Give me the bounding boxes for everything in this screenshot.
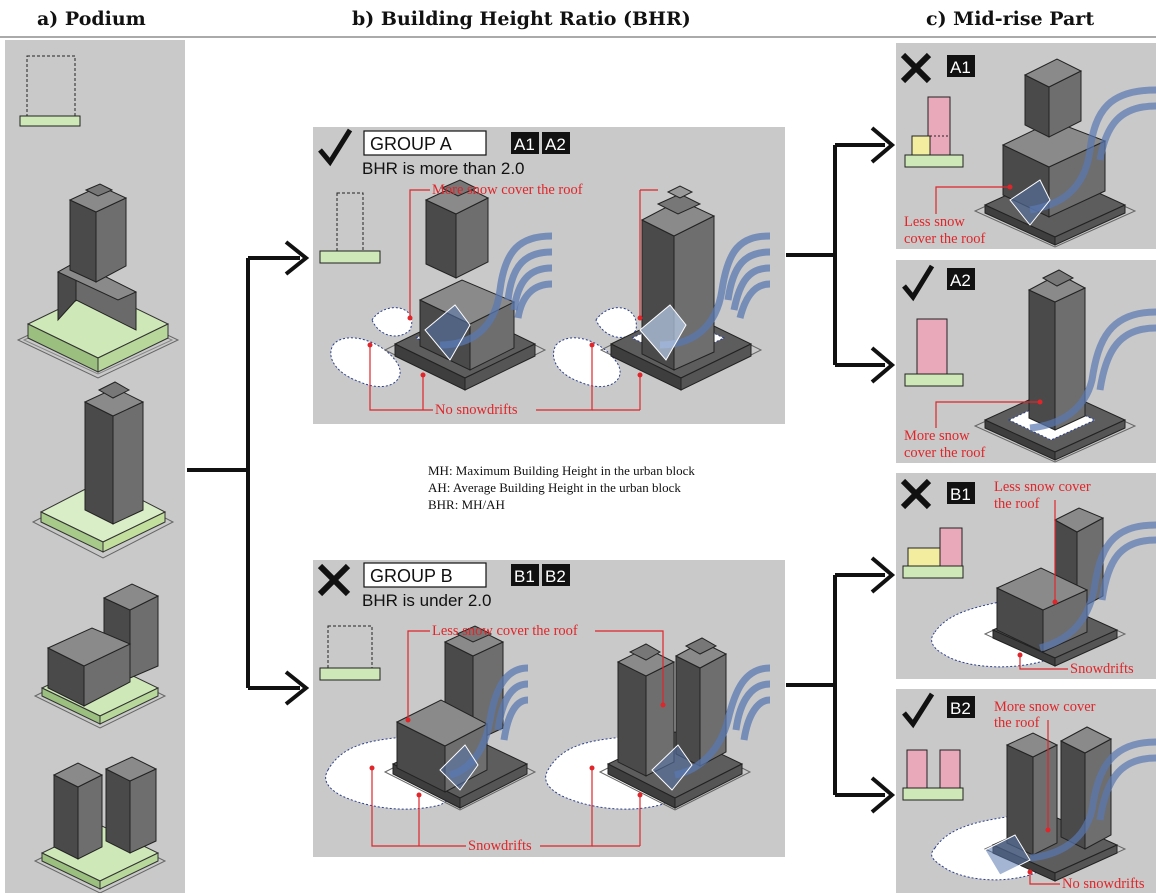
group-b-tag-2: B2 [545, 567, 566, 586]
midrise-a1-wind [1029, 86, 1156, 214]
midrise-a2-wind [1029, 308, 1156, 432]
midrise-b2-wind [1029, 738, 1156, 862]
group-b-label-top: Less snow cover the roof [432, 623, 578, 639]
midrise-a1-label-2: cover the roof [904, 231, 985, 247]
group-b-wind-arrow-right [651, 744, 693, 791]
midrise-a1-tag: A1 [950, 58, 971, 77]
midrise-b1-tag: B1 [950, 485, 971, 504]
definition-mh: MH: Maximum Building Height in the urban… [428, 463, 695, 478]
group-b-annotations: Less snow cover the roof Snowdrifts [369, 623, 666, 854]
cross-icon [317, 563, 351, 597]
midrise-b2-label-top-2: the roof [994, 715, 1040, 731]
midrise-panel-a2: A2 More snow cover the roof [896, 260, 1156, 463]
check-icon [902, 692, 935, 729]
group-a-tag-1: A1 [514, 135, 535, 154]
group-b-desc: BHR is under 2.0 [362, 591, 491, 610]
midrise-a2-label-2: cover the roof [904, 445, 985, 461]
group-a-annotations: More snow cover the roof No snowdrifts [367, 182, 658, 418]
group-b-legend-icon [319, 625, 381, 681]
podium-building-3 [33, 583, 167, 729]
definition-ah: AH: Average Building Height in the urban… [428, 480, 681, 495]
podium-building-4 [33, 756, 167, 893]
midrise-a2-legend-icon [904, 318, 964, 387]
header-bhr: b) Building Height Ratio (BHR) [352, 8, 691, 30]
podium-legend-icon [19, 55, 81, 127]
group-b-wind-right [674, 664, 771, 779]
group-a-desc: BHR is more than 2.0 [362, 159, 525, 178]
header-podium: a) Podium [37, 8, 146, 30]
group-b-tag-1: B1 [514, 567, 535, 586]
cross-icon [900, 52, 932, 84]
midrise-b1-building [983, 507, 1127, 667]
midrise-panel-b2: B2 More snow cover the roof No sn [896, 689, 1156, 893]
group-a-wind-arrow-left [424, 304, 471, 361]
group-a-wind-left [439, 232, 553, 349]
midrise-b1-wind [1039, 521, 1156, 652]
check-icon [318, 128, 353, 167]
midrise-b2-wind-arrow [984, 834, 1031, 876]
midrise-b1-label-top-1: Less snow cover [994, 479, 1091, 495]
group-a-label-top: More snow cover the roof [432, 182, 583, 198]
midrise-a1-label-1: Less snow [904, 214, 965, 230]
midrise-a1-wind-arrow [1009, 179, 1051, 226]
midrise-b2-legend-icon [902, 749, 964, 801]
check-icon [902, 264, 935, 302]
group-b-title: GROUP B [370, 566, 453, 586]
podium-building-2 [31, 381, 175, 559]
group-b-panel: GROUP B B1 B2 BHR is under 2.0 [313, 560, 785, 857]
midrise-b2-tag: B2 [950, 699, 971, 718]
group-a-label-bottom: No snowdrifts [435, 402, 518, 418]
podium-building-1 [16, 183, 180, 379]
definitions: MH: Maximum Building Height in the urban… [428, 463, 695, 512]
midrise-b1-label-top-2: the roof [994, 496, 1040, 512]
group-b-label-bottom: Snowdrifts [468, 838, 532, 854]
midrise-b2-label-top-1: More snow cover [994, 699, 1096, 715]
midrise-a1-legend-icon [904, 96, 964, 168]
midrise-panel-b1: B1 Less snow cover the roof Snowdrifts [896, 473, 1156, 679]
midrise-b1-legend-icon [902, 527, 964, 579]
group-a-tag-2: A2 [545, 135, 566, 154]
group-a-panel: GROUP A A1 A2 BHR is more than 2.0 [313, 127, 785, 424]
midrise-panel-a1: A1 Less snow cover the roof [896, 43, 1156, 249]
definition-bhr: BHR: MH/AH [428, 497, 505, 512]
cross-icon [900, 478, 932, 510]
midrise-b1-label-bottom: Snowdrifts [1070, 661, 1134, 677]
group-a-legend-icon [319, 192, 381, 264]
flow-arrows [187, 126, 896, 814]
midrise-b2-label-bottom: No snowdrifts [1062, 876, 1145, 892]
midrise-a2-label-1: More snow [904, 428, 970, 444]
group-a-wind-arrow-right [639, 304, 687, 361]
group-a-title: GROUP A [370, 134, 452, 154]
group-a-title-box [363, 130, 487, 156]
midrise-a2-tag: A2 [950, 271, 971, 290]
group-a-wind-right [659, 232, 771, 349]
group-b-wind-arrow-left [439, 744, 479, 791]
header-midrise: c) Mid-rise Part [926, 8, 1094, 30]
